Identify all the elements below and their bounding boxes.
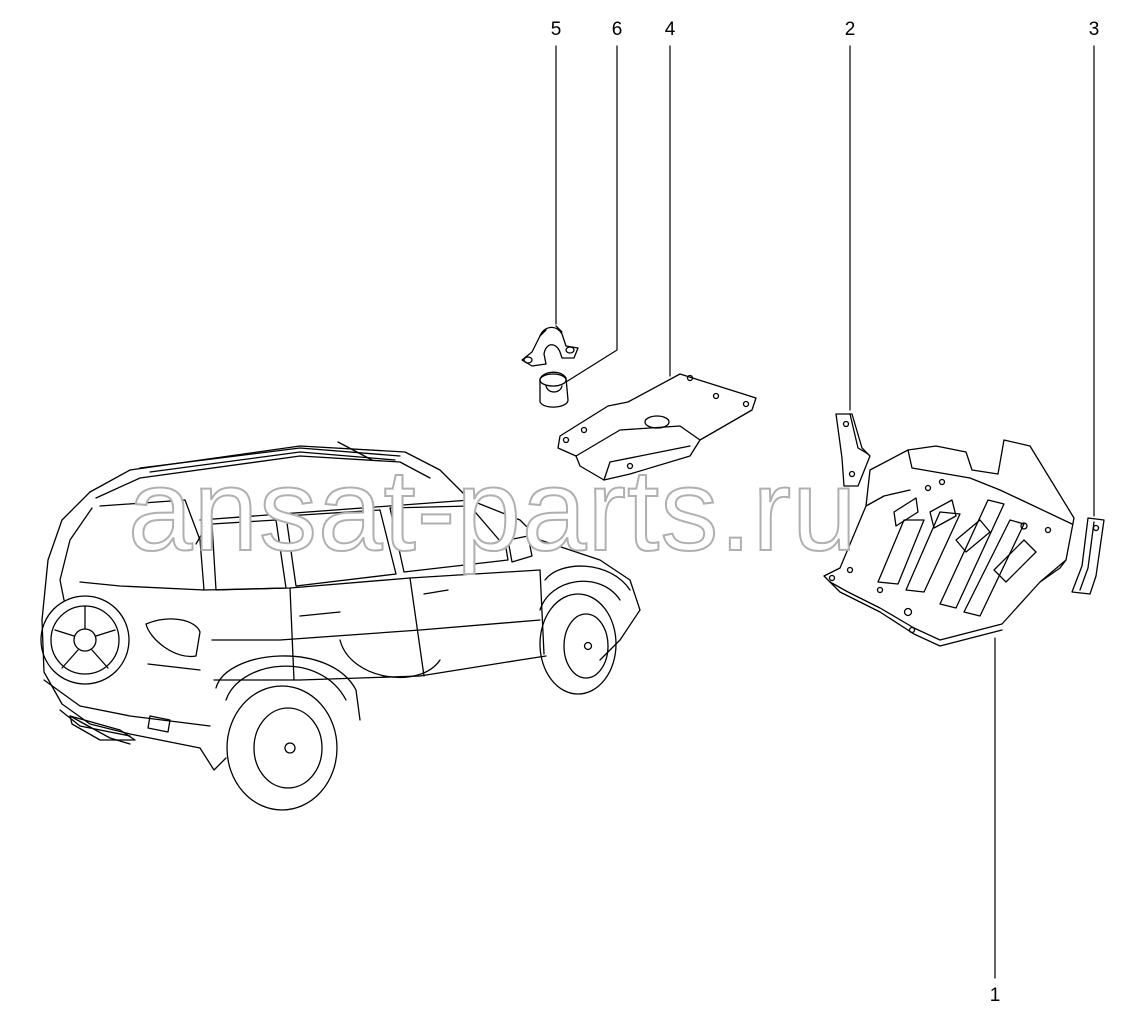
- vehicle-illustration: [40, 441, 641, 811]
- part-3-bracket: [1071, 517, 1105, 595]
- leader-lines: [555, 45, 1095, 979]
- callout-1: 1: [989, 985, 1001, 1006]
- leader-line-6: [565, 45, 618, 383]
- part-4-guard-plate: [557, 373, 757, 481]
- callout-2: 2: [844, 19, 856, 40]
- part-5-bracket: [521, 325, 579, 367]
- part-1-skid-plate: [823, 439, 1075, 647]
- callout-3: 3: [1088, 19, 1100, 40]
- callout-4: 4: [664, 19, 676, 40]
- callout-6: 6: [611, 19, 623, 40]
- part-2-bracket: [835, 413, 871, 487]
- part-6-bushing: [539, 371, 569, 408]
- callout-5: 5: [550, 19, 562, 40]
